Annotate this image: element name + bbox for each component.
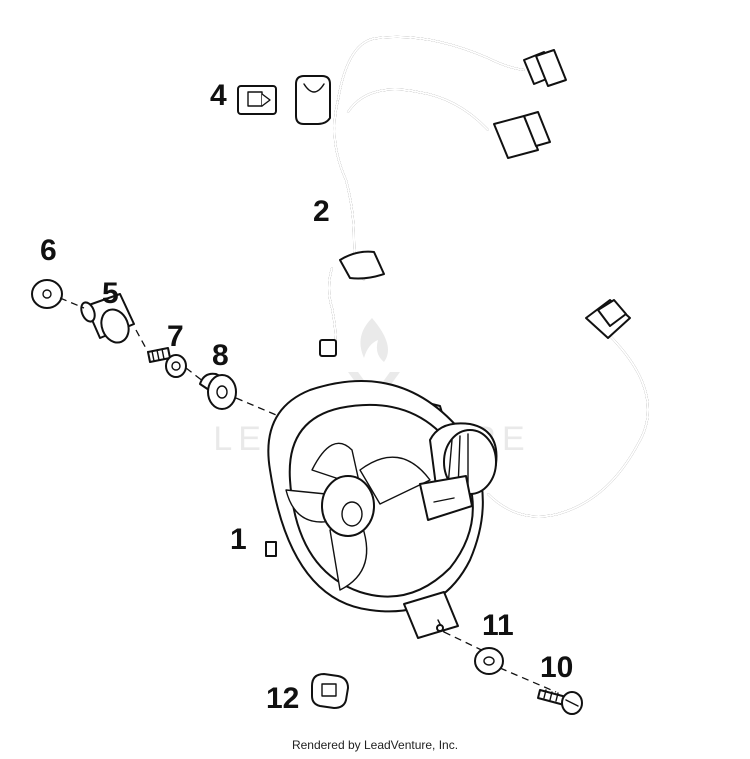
- part-6-washer[interactable]: [31, 279, 63, 309]
- callout-6: 6: [40, 234, 57, 267]
- render-credit: Rendered by LeadVenture, Inc.: [291, 738, 459, 752]
- callout-11: 11: [482, 609, 514, 642]
- callout-2: 2: [313, 195, 330, 228]
- callout-1: 1: [230, 523, 247, 556]
- callout-5: 5: [102, 277, 119, 310]
- part-11-washer[interactable]: [474, 647, 504, 675]
- callout-4: 4: [210, 79, 227, 112]
- part-12-clip-nut[interactable]: [311, 673, 349, 709]
- callout-12: 12: [266, 682, 299, 715]
- part-5-sleeve[interactable]: [79, 293, 135, 347]
- part-8-bushing[interactable]: [199, 372, 237, 410]
- callout-7: 7: [167, 320, 184, 353]
- assembly-leader-lines: [59, 297, 557, 693]
- callout-labels: 4 2 6 5 7 8 1 11 10 12: [40, 79, 573, 715]
- part-7-bolt[interactable]: [147, 347, 187, 378]
- callout-8: 8: [212, 339, 229, 372]
- callout-10: 10: [540, 651, 573, 684]
- part-1-fan-assembly[interactable]: [265, 299, 649, 639]
- part-10-screw[interactable]: [537, 689, 583, 715]
- part-4-fuse[interactable]: [237, 85, 277, 115]
- part-2-wiring-harness[interactable]: [295, 35, 567, 357]
